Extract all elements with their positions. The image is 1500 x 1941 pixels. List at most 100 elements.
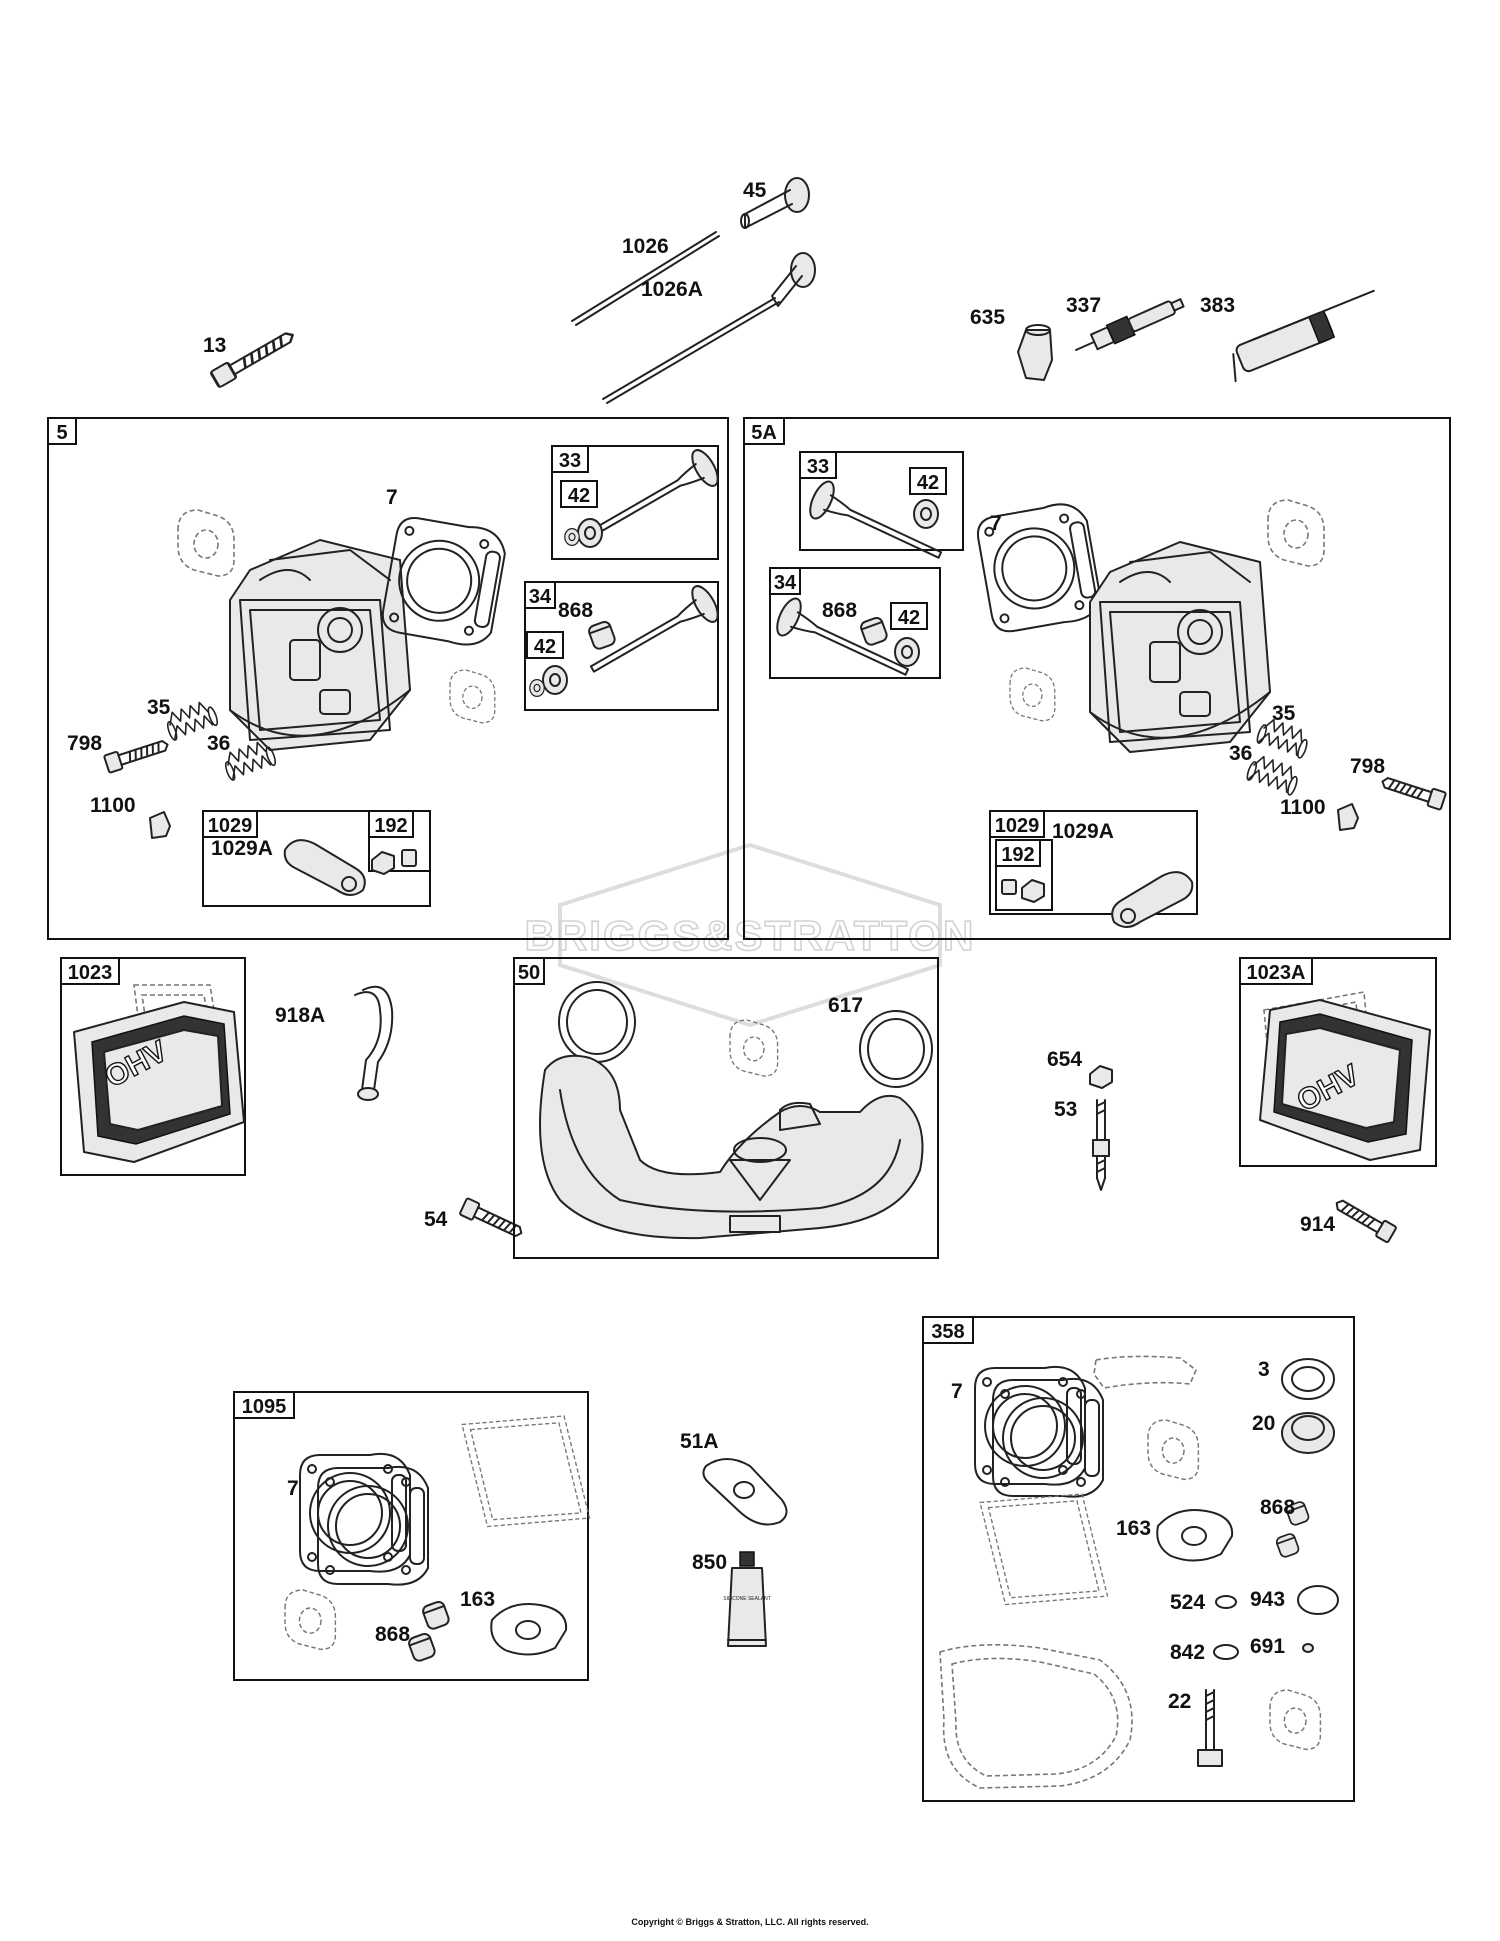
breather-tube-918a bbox=[354, 985, 394, 1101]
label-7-5a: 7 bbox=[990, 512, 1002, 535]
valve-keeper bbox=[577, 518, 603, 548]
box-1023a: 1023A OHV bbox=[1239, 957, 1437, 1167]
valve-keeper-2 bbox=[564, 527, 580, 547]
label-1029a-5a: 1029A bbox=[1052, 820, 1114, 843]
gasket-small-kit bbox=[284, 1589, 337, 1651]
box-34-tag: 34 bbox=[529, 586, 552, 608]
nut-192 bbox=[371, 851, 395, 875]
cover-gasket-358 bbox=[979, 1493, 1109, 1606]
valve-1026a bbox=[771, 252, 816, 307]
gasket-small bbox=[177, 509, 235, 577]
label-383: 383 bbox=[1200, 294, 1235, 317]
label-798: 798 bbox=[67, 732, 102, 755]
spark-plug-337 bbox=[1075, 298, 1185, 351]
label-20: 20 bbox=[1252, 1412, 1275, 1435]
sealant-tube-850: SILICONE SEALANT bbox=[723, 1551, 771, 1647]
label-7-358: 7 bbox=[951, 1380, 963, 1403]
label-868-358: 868 bbox=[1260, 1496, 1295, 1519]
ring-842 bbox=[1213, 1644, 1239, 1660]
valve-seal-868-5a bbox=[858, 615, 890, 648]
pushrod-1026 bbox=[571, 231, 720, 326]
label-868-kit: 868 bbox=[375, 1623, 410, 1646]
valve-keeper-5a bbox=[913, 499, 939, 529]
seal-868-kit bbox=[420, 1599, 452, 1632]
intake-valve bbox=[581, 445, 724, 552]
label-868: 868 bbox=[558, 599, 593, 622]
label-36: 36 bbox=[207, 732, 230, 755]
rocker-arm-1029a-5a bbox=[1111, 871, 1194, 928]
label-163-kit: 163 bbox=[460, 1588, 495, 1611]
box-5a-42-tag: 42 bbox=[917, 472, 939, 494]
nut-654 bbox=[1089, 1065, 1113, 1089]
label-617: 617 bbox=[828, 994, 863, 1017]
crankcase-gasket bbox=[939, 1644, 1133, 1789]
label-914: 914 bbox=[1300, 1213, 1335, 1236]
label-842: 842 bbox=[1170, 1641, 1205, 1664]
spring-36-5a bbox=[1244, 752, 1303, 797]
label-337: 337 bbox=[1066, 294, 1101, 317]
label-1100: 1100 bbox=[90, 794, 136, 817]
label-163-358: 163 bbox=[1116, 1517, 1151, 1540]
box-192-tag: 192 bbox=[374, 815, 407, 837]
gasket-small-5a-2 bbox=[1009, 667, 1056, 722]
gasket-small-2 bbox=[449, 669, 496, 724]
rocker-arm-1029a bbox=[283, 839, 366, 896]
label-22: 22 bbox=[1168, 1690, 1191, 1713]
label-51a: 51A bbox=[680, 1430, 719, 1453]
label-3: 3 bbox=[1258, 1358, 1270, 1381]
rotator-1100-5a bbox=[1337, 803, 1359, 831]
cylinder-head-5a bbox=[1089, 541, 1271, 753]
watermark-text: BRIGGS&STRATTON bbox=[525, 912, 976, 959]
label-918a: 918A bbox=[275, 1004, 325, 1027]
label-7: 7 bbox=[386, 486, 398, 509]
box-1023a-tag: 1023A bbox=[1247, 962, 1306, 984]
seal-ring bbox=[558, 981, 636, 1063]
label-691: 691 bbox=[1250, 1635, 1285, 1658]
box-1095: 1095 7 868 163 bbox=[233, 1391, 591, 1681]
box-5a-1029-tag: 1029 bbox=[995, 815, 1040, 837]
box-1023: 1023 OHV bbox=[60, 957, 246, 1176]
box-358-tag: 358 bbox=[931, 1321, 964, 1343]
gasket-51a bbox=[702, 1458, 788, 1526]
valve-keeper-5a-2 bbox=[894, 637, 920, 667]
bolt-798-5a bbox=[1378, 771, 1448, 811]
box-34-42-tag: 42 bbox=[534, 636, 556, 658]
label-35: 35 bbox=[147, 696, 171, 719]
stud-192-5a bbox=[1001, 879, 1017, 895]
box-358: 358 7 3 20 163 868 524 943 842 691 bbox=[922, 1316, 1355, 1802]
seal-ring-617 bbox=[859, 1010, 933, 1088]
gasket-163-358 bbox=[1156, 1509, 1234, 1562]
label-654: 654 bbox=[1047, 1048, 1082, 1071]
bolt-54 bbox=[458, 1196, 527, 1243]
box-42-tag: 42 bbox=[568, 485, 590, 507]
copyright-notice: Copyright © Briggs & Stratton, LLC. All … bbox=[631, 1917, 869, 1927]
stud-192 bbox=[401, 849, 417, 867]
seal-20 bbox=[1281, 1412, 1335, 1454]
label-7-kit: 7 bbox=[287, 1477, 299, 1500]
box-5a-34-tag: 34 bbox=[774, 572, 797, 594]
label-868-5a: 868 bbox=[822, 599, 857, 622]
box-1095-tag: 1095 bbox=[242, 1396, 287, 1418]
label-54: 54 bbox=[424, 1208, 448, 1231]
label-53: 53 bbox=[1054, 1098, 1077, 1121]
label-1026a: 1026A bbox=[641, 278, 703, 301]
box-50: 50 617 bbox=[513, 957, 939, 1259]
valve-cover bbox=[73, 1001, 245, 1163]
sealant-tube-text: SILICONE SEALANT bbox=[723, 1596, 771, 1602]
box-5a-34-42-tag: 42 bbox=[898, 607, 920, 629]
label-35-5a: 35 bbox=[1272, 702, 1296, 725]
head-gasket-kit bbox=[299, 1452, 411, 1573]
label-1026: 1026 bbox=[622, 235, 669, 258]
valve-keeper-3 bbox=[542, 665, 568, 695]
valve-seal-868 bbox=[586, 619, 618, 652]
stud-53 bbox=[1092, 1099, 1110, 1191]
box-1029-tag: 1029 bbox=[208, 815, 253, 837]
box-5: 5 7 33 42 34 868 42 35 798 36 1100 bbox=[47, 417, 729, 940]
bolt-914 bbox=[1331, 1194, 1398, 1244]
valve-keeper-4 bbox=[529, 678, 545, 698]
gasket-small-358 bbox=[1147, 1419, 1200, 1481]
tool-383 bbox=[1232, 289, 1375, 383]
seal-3 bbox=[1281, 1358, 1335, 1400]
box-5-tag: 5 bbox=[56, 422, 67, 444]
